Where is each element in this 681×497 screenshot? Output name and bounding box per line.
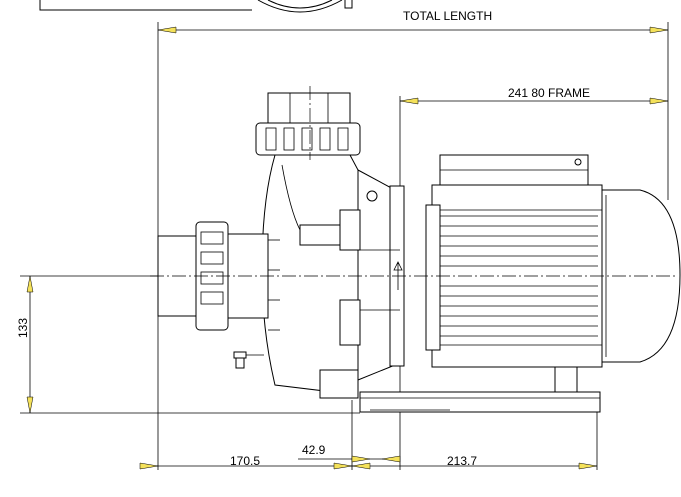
motor-fins (440, 215, 598, 337)
arrow-left-span-left (139, 462, 159, 470)
adapter-bracket (357, 169, 405, 381)
arrow-offset-right (381, 455, 401, 463)
left-span-label: 170.5 (230, 454, 261, 468)
height-label: 133 (16, 317, 30, 338)
center-lines (150, 86, 676, 277)
motor (425, 154, 681, 368)
arrow-height-top (26, 275, 34, 293)
arrow-frame-right (649, 97, 669, 105)
arrow-right-span-right (578, 462, 598, 470)
front-nut-ribs (200, 231, 224, 305)
arrow-offset-left (351, 455, 371, 463)
frame-label: 241 80 FRAME (508, 86, 591, 100)
offset-label: 42.9 (302, 443, 326, 457)
top-nut-ribs (265, 127, 349, 151)
drain-plug (233, 351, 264, 369)
dimension-arrows (26, 26, 669, 470)
arrow-left-span-right (333, 462, 353, 470)
base-plate (359, 347, 601, 413)
arrow-frame-left (399, 97, 419, 105)
right-span-label: 213.7 (447, 454, 478, 468)
pump-body (255, 92, 361, 399)
arrow-height-bottom (26, 396, 34, 414)
arrow-total-right (649, 26, 669, 34)
arrow-total-left (157, 26, 177, 34)
total-length-label: TOTAL LENGTH (403, 9, 493, 23)
arrow-right-span-left (351, 462, 371, 470)
top-partial-part (39, 0, 353, 13)
